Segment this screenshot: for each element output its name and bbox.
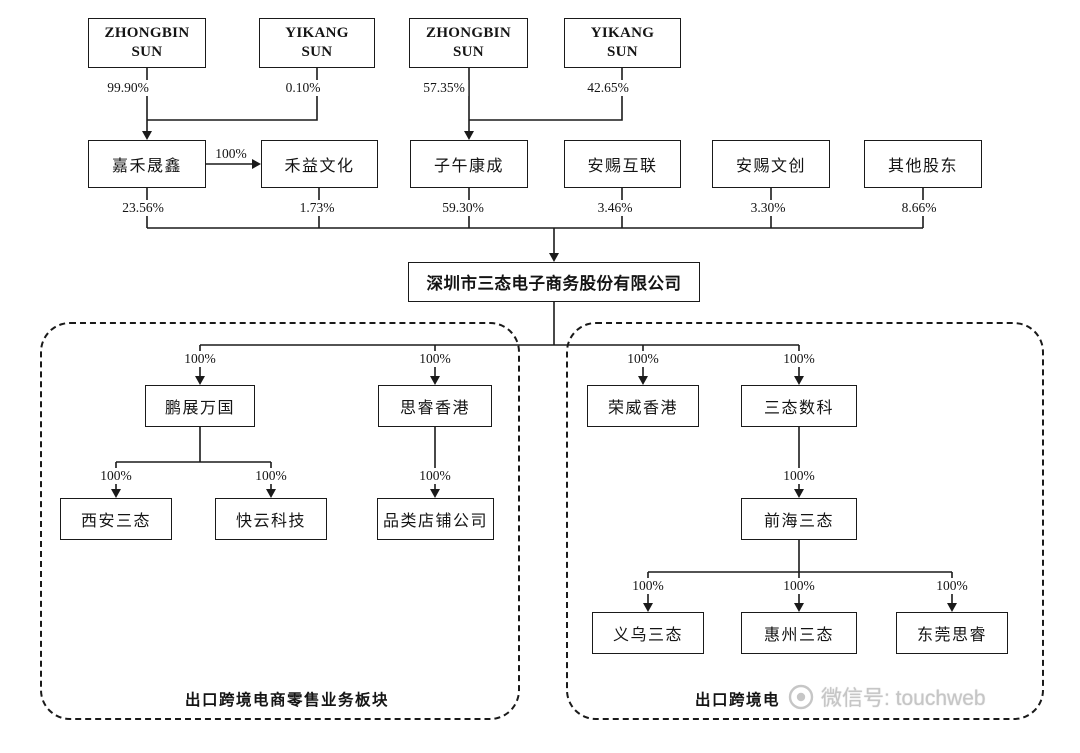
node-yikang-sun-1: YIKANG SUN <box>259 18 375 68</box>
node-yiwu-santai: 义乌三态 <box>592 612 704 654</box>
pct-jiahe: 23.56% <box>119 200 167 216</box>
node-qianhai-santai: 前海三态 <box>741 498 857 540</box>
pct-pengzhan: 100% <box>181 351 219 367</box>
node-pinlei-dianpu: 品类店铺公司 <box>377 498 494 540</box>
pct-anci-wenchuang: 3.30% <box>747 200 789 216</box>
watermark: 微信号: touchweb <box>788 682 986 712</box>
pct-xian: 100% <box>97 468 135 484</box>
pct-huizhou: 100% <box>780 578 818 594</box>
pct-kuaiyun: 100% <box>252 468 290 484</box>
pct-ziwu: 59.30% <box>439 200 487 216</box>
pct-zhongbin-1: 99.90% <box>104 80 152 96</box>
watermark-icon <box>788 684 814 710</box>
node-pengzhan-wanguo: 鹏展万国 <box>145 385 255 427</box>
node-xian-santai: 西安三态 <box>60 498 172 540</box>
pct-yiwu: 100% <box>629 578 667 594</box>
pct-qita: 8.66% <box>898 200 940 216</box>
node-jiahe-shengxin: 嘉禾晟鑫 <box>88 140 206 188</box>
section-logistics-frame <box>566 322 1044 720</box>
section-retail-frame <box>40 322 520 720</box>
node-company: 深圳市三态电子商务股份有限公司 <box>408 262 700 302</box>
node-anci-wenchuang: 安赐文创 <box>712 140 830 188</box>
node-kuaiyun-keji: 快云科技 <box>215 498 327 540</box>
pct-yikang-2: 42.65% <box>584 80 632 96</box>
pct-anci-hulian: 3.46% <box>594 200 636 216</box>
node-yikang-sun-2: YIKANG SUN <box>564 18 681 68</box>
node-heyi-wenhua: 禾益文化 <box>261 140 378 188</box>
pct-rongwei: 100% <box>624 351 662 367</box>
node-sirui-xianggang: 思睿香港 <box>378 385 492 427</box>
watermark-text: 微信号: touchweb <box>821 687 986 710</box>
node-anci-hulian: 安赐互联 <box>564 140 681 188</box>
pct-qianhai: 100% <box>780 468 818 484</box>
pct-heyi: 1.73% <box>296 200 338 216</box>
section-label-logistics: 出口跨境电 <box>695 692 781 709</box>
node-zhongbin-sun-1: ZHONGBIN SUN <box>88 18 206 68</box>
pct-zhongbin-2: 57.35% <box>420 80 468 96</box>
node-zhongbin-sun-2: ZHONGBIN SUN <box>409 18 528 68</box>
pct-dongguan: 100% <box>933 578 971 594</box>
pct-sirui: 100% <box>416 351 454 367</box>
section-label-retail: 出口跨境电商零售业务板块 <box>184 692 390 709</box>
node-santai-shuke: 三态数科 <box>741 385 857 427</box>
node-ziwu-kangcheng: 子午康成 <box>410 140 528 188</box>
node-dongguan-sirui: 东莞思睿 <box>896 612 1008 654</box>
arrowheads <box>111 131 957 612</box>
node-rongwei-xianggang: 荣威香港 <box>587 385 699 427</box>
pct-cross-holding: 100% <box>212 146 250 162</box>
pct-pinlei: 100% <box>416 468 454 484</box>
pct-shuke: 100% <box>780 351 818 367</box>
pct-yikang-1: 0.10% <box>282 80 324 96</box>
node-huizhou-santai: 惠州三态 <box>741 612 857 654</box>
node-qita-gudong: 其他股东 <box>864 140 982 188</box>
